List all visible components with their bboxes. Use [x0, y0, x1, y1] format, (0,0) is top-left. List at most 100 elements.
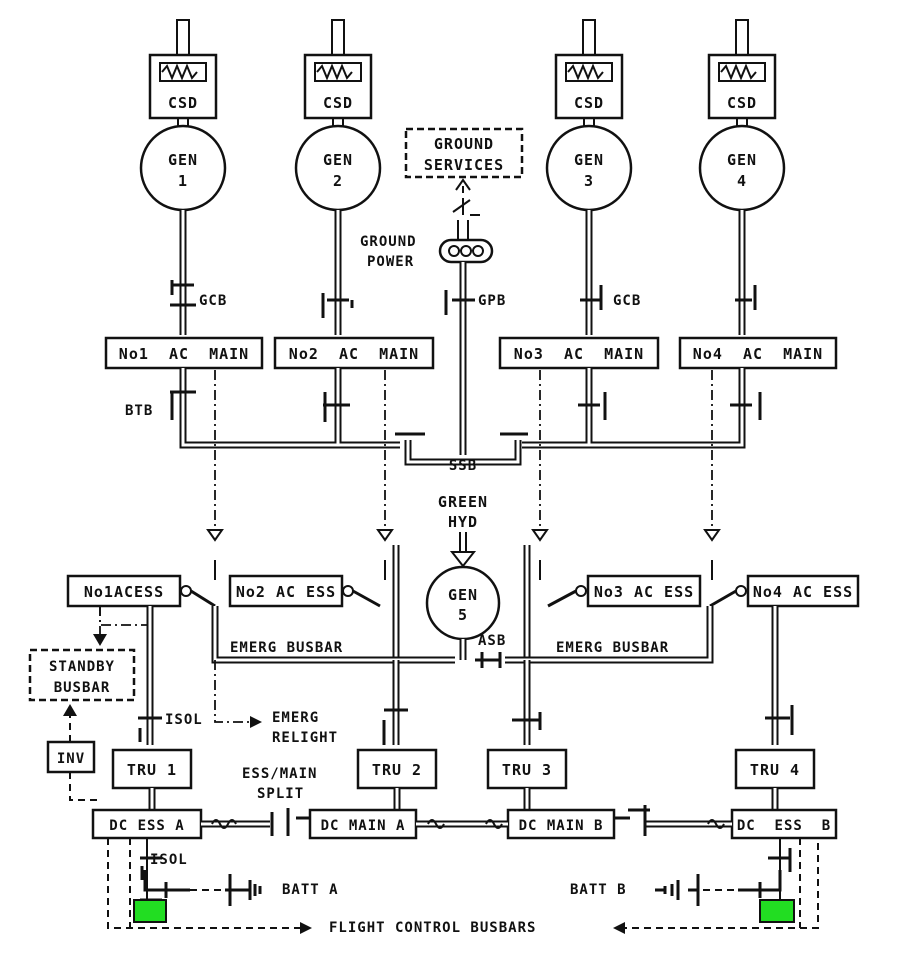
ac-main-2 — [273, 336, 435, 370]
battery-b-indicator — [759, 899, 795, 923]
generator-4-assembly: CSD GEN 4 — [698, 19, 786, 212]
ac-ess-3 — [586, 574, 702, 608]
gen-2-number: 2 — [333, 172, 343, 190]
ground-power-line1: GROUND — [360, 234, 417, 250]
tru-1 — [111, 748, 193, 790]
generator-2-assembly: CSD GEN 2 — [294, 19, 382, 212]
gpb-label: GPB — [478, 293, 506, 309]
gen-2-label: GEN — [323, 151, 353, 169]
isol-lower-label: ISOL — [150, 852, 188, 868]
ac-ess-1 — [66, 574, 182, 608]
ess-main-split-line2: SPLIT — [257, 786, 304, 802]
gen-1-number: 1 — [178, 172, 188, 190]
arrow-up-icon — [455, 178, 471, 191]
dc-feeders — [148, 788, 779, 810]
arrow-up-icon — [63, 704, 77, 716]
btb-ssb-section: BTB SSB — [125, 368, 762, 474]
arrow-right-icon — [300, 922, 312, 934]
generator-1-assembly: CSD GEN 1 — [139, 19, 227, 212]
gcb-breakers: GCB GCB GPB — [170, 280, 757, 318]
battery-section: ISOL BATT A BATT B — [129, 838, 801, 928]
flight-control-busbars: FLIGHT CONTROL BUSBARS — [107, 838, 819, 936]
arrow-right-icon — [250, 716, 262, 728]
tru-2 — [356, 748, 438, 790]
gen-3-number: 3 — [584, 172, 594, 190]
ac-ess-4-label: No4 AC ESS — [753, 583, 853, 601]
ac-main-4 — [678, 336, 838, 370]
ac-ess-2-label: No2 AC ESS — [236, 583, 336, 601]
arrow-down-icon — [449, 551, 477, 568]
ground-services-box — [404, 127, 524, 179]
ac-main-1 — [104, 336, 264, 370]
btb-label: BTB — [125, 403, 153, 419]
csd-3-label: CSD — [574, 94, 604, 112]
dc-main-b — [506, 808, 616, 840]
gen-3-label: GEN — [574, 151, 604, 169]
csd-2-label: CSD — [323, 94, 353, 112]
emerg-relight-line2: RELIGHT — [272, 730, 338, 746]
emerg-busbar-left-label: EMERG BUSBAR — [230, 640, 343, 656]
emerg-relight-line1: EMERG — [272, 710, 319, 726]
arrow-down-icon — [93, 634, 107, 646]
dc-main-a-label: DC MAIN A — [321, 818, 406, 834]
ac-main-4-label: No4 AC MAIN — [693, 345, 823, 363]
tru-3-label: TRU 3 — [502, 761, 552, 779]
tru-4-label: TRU 4 — [750, 761, 800, 779]
tru-feeders: ISOL EMERG RELIGHT — [138, 606, 794, 746]
generator-3-assembly: CSD GEN 3 — [545, 19, 633, 212]
ac-main-2-label: No2 AC MAIN — [289, 345, 419, 363]
battery-a-indicator — [133, 899, 167, 923]
csd-1-label: CSD — [168, 94, 198, 112]
gcb-label-right: GCB — [613, 293, 641, 309]
csd-2-spring-icon — [314, 62, 362, 82]
transfer-arrow-icons — [206, 529, 721, 542]
csd-4-label: CSD — [727, 94, 757, 112]
batt-a-label: BATT A — [282, 882, 339, 898]
csd-3-spring-icon — [565, 62, 613, 82]
csd-4-spring-icon — [718, 62, 766, 82]
tru-2-label: TRU 2 — [372, 761, 422, 779]
tru-units: TRU 1 TRU 2 TRU 3 TRU 4 ESS/MAIN SPLIT — [111, 748, 816, 802]
generator-feeders — [179, 210, 746, 455]
standby-line1: STANDBY — [49, 659, 115, 675]
dc-ess-a — [91, 808, 203, 840]
gen-4-number: 4 — [737, 172, 747, 190]
standby-section: STANDBY BUSBAR INV — [28, 606, 150, 801]
tru-3 — [486, 748, 568, 790]
inv-label: INV — [57, 751, 85, 767]
ground-services-group: GROUND SERVICES GROUND POWER — [360, 127, 524, 270]
flight-control-label: FLIGHT CONTROL BUSBARS — [329, 920, 536, 936]
asb-label: ASB — [478, 633, 506, 649]
dc-ess-b — [730, 808, 838, 840]
dc-busbars: DC ESS A DC MAIN A DC MAIN B DC ESS B — [91, 805, 838, 840]
isol-upper-label: ISOL — [165, 712, 203, 728]
gcb-label-left: GCB — [199, 293, 227, 309]
ess-main-split-line1: ESS/MAIN — [242, 766, 317, 782]
ac-main-1-label: No1 AC MAIN — [119, 345, 249, 363]
ac-ess-4 — [746, 574, 860, 608]
emergency-busbar: EMERG BUSBAR EMERG BUSBAR ASB — [211, 606, 714, 668]
ess-feed-lines — [206, 370, 721, 542]
standby-line2: BUSBAR — [54, 680, 111, 696]
ground-services-line2: SERVICES — [424, 156, 504, 174]
ess-transfer-switches — [180, 545, 747, 660]
gen-1-label: GEN — [168, 151, 198, 169]
batt-b-label: BATT B — [570, 882, 627, 898]
green-hyd-line2: HYD — [448, 513, 478, 531]
ac-ess-3-label: No3 AC ESS — [594, 583, 694, 601]
dc-ess-b-label: DC ESS B — [737, 818, 831, 834]
inverter-box — [46, 740, 96, 774]
ssb-label: SSB — [449, 458, 477, 474]
emerg-busbar-right-label: EMERG BUSBAR — [556, 640, 669, 656]
ac-main-3-label: No3 AC MAIN — [514, 345, 644, 363]
green-hyd-line1: GREEN — [438, 493, 488, 511]
arrow-left-icon — [613, 922, 625, 934]
ac-main-3 — [498, 336, 660, 370]
gen-5-number: 5 — [458, 606, 468, 624]
generator-5-assembly: GREEN HYD GEN 5 — [425, 493, 501, 641]
tru-1-label: TRU 1 — [127, 761, 177, 779]
ground-services-line1: GROUND — [434, 135, 494, 153]
dc-ess-a-label: DC ESS A — [109, 818, 184, 834]
ground-power-line2: POWER — [367, 254, 414, 270]
